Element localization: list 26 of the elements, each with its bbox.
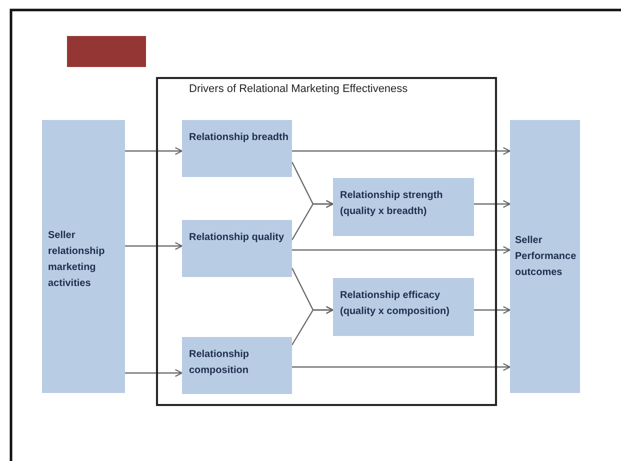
arrow	[292, 363, 511, 371]
box-label: Relationship composition	[189, 348, 250, 378]
arrow	[292, 246, 511, 254]
arrow	[125, 369, 183, 377]
process-box	[333, 178, 474, 236]
box-label: Relationship breadth	[189, 131, 289, 145]
process-box	[42, 120, 125, 393]
arrow	[474, 306, 511, 314]
arrow	[292, 147, 511, 155]
arrow	[291, 306, 334, 346]
process-box	[510, 120, 580, 393]
arrow	[474, 200, 511, 208]
process-box	[182, 337, 292, 394]
process-box	[182, 220, 292, 277]
box-label: Relationship strength (quality x breadth)	[340, 189, 444, 219]
box-label: Relationship quality	[189, 231, 286, 245]
arrow	[125, 242, 183, 250]
arrow	[291, 200, 334, 240]
box-label: Seller relationship marketing activities	[48, 229, 106, 291]
group-heading: Drivers of Relational Marketing Effectiveness	[189, 82, 409, 97]
box-label: Seller Performance outcomes	[515, 234, 578, 280]
process-box	[182, 120, 292, 177]
box-label: Relationship efficacy (quality x composition)	[340, 289, 450, 319]
process-box	[333, 278, 474, 336]
group-frame	[156, 77, 497, 406]
arrow	[125, 147, 183, 155]
